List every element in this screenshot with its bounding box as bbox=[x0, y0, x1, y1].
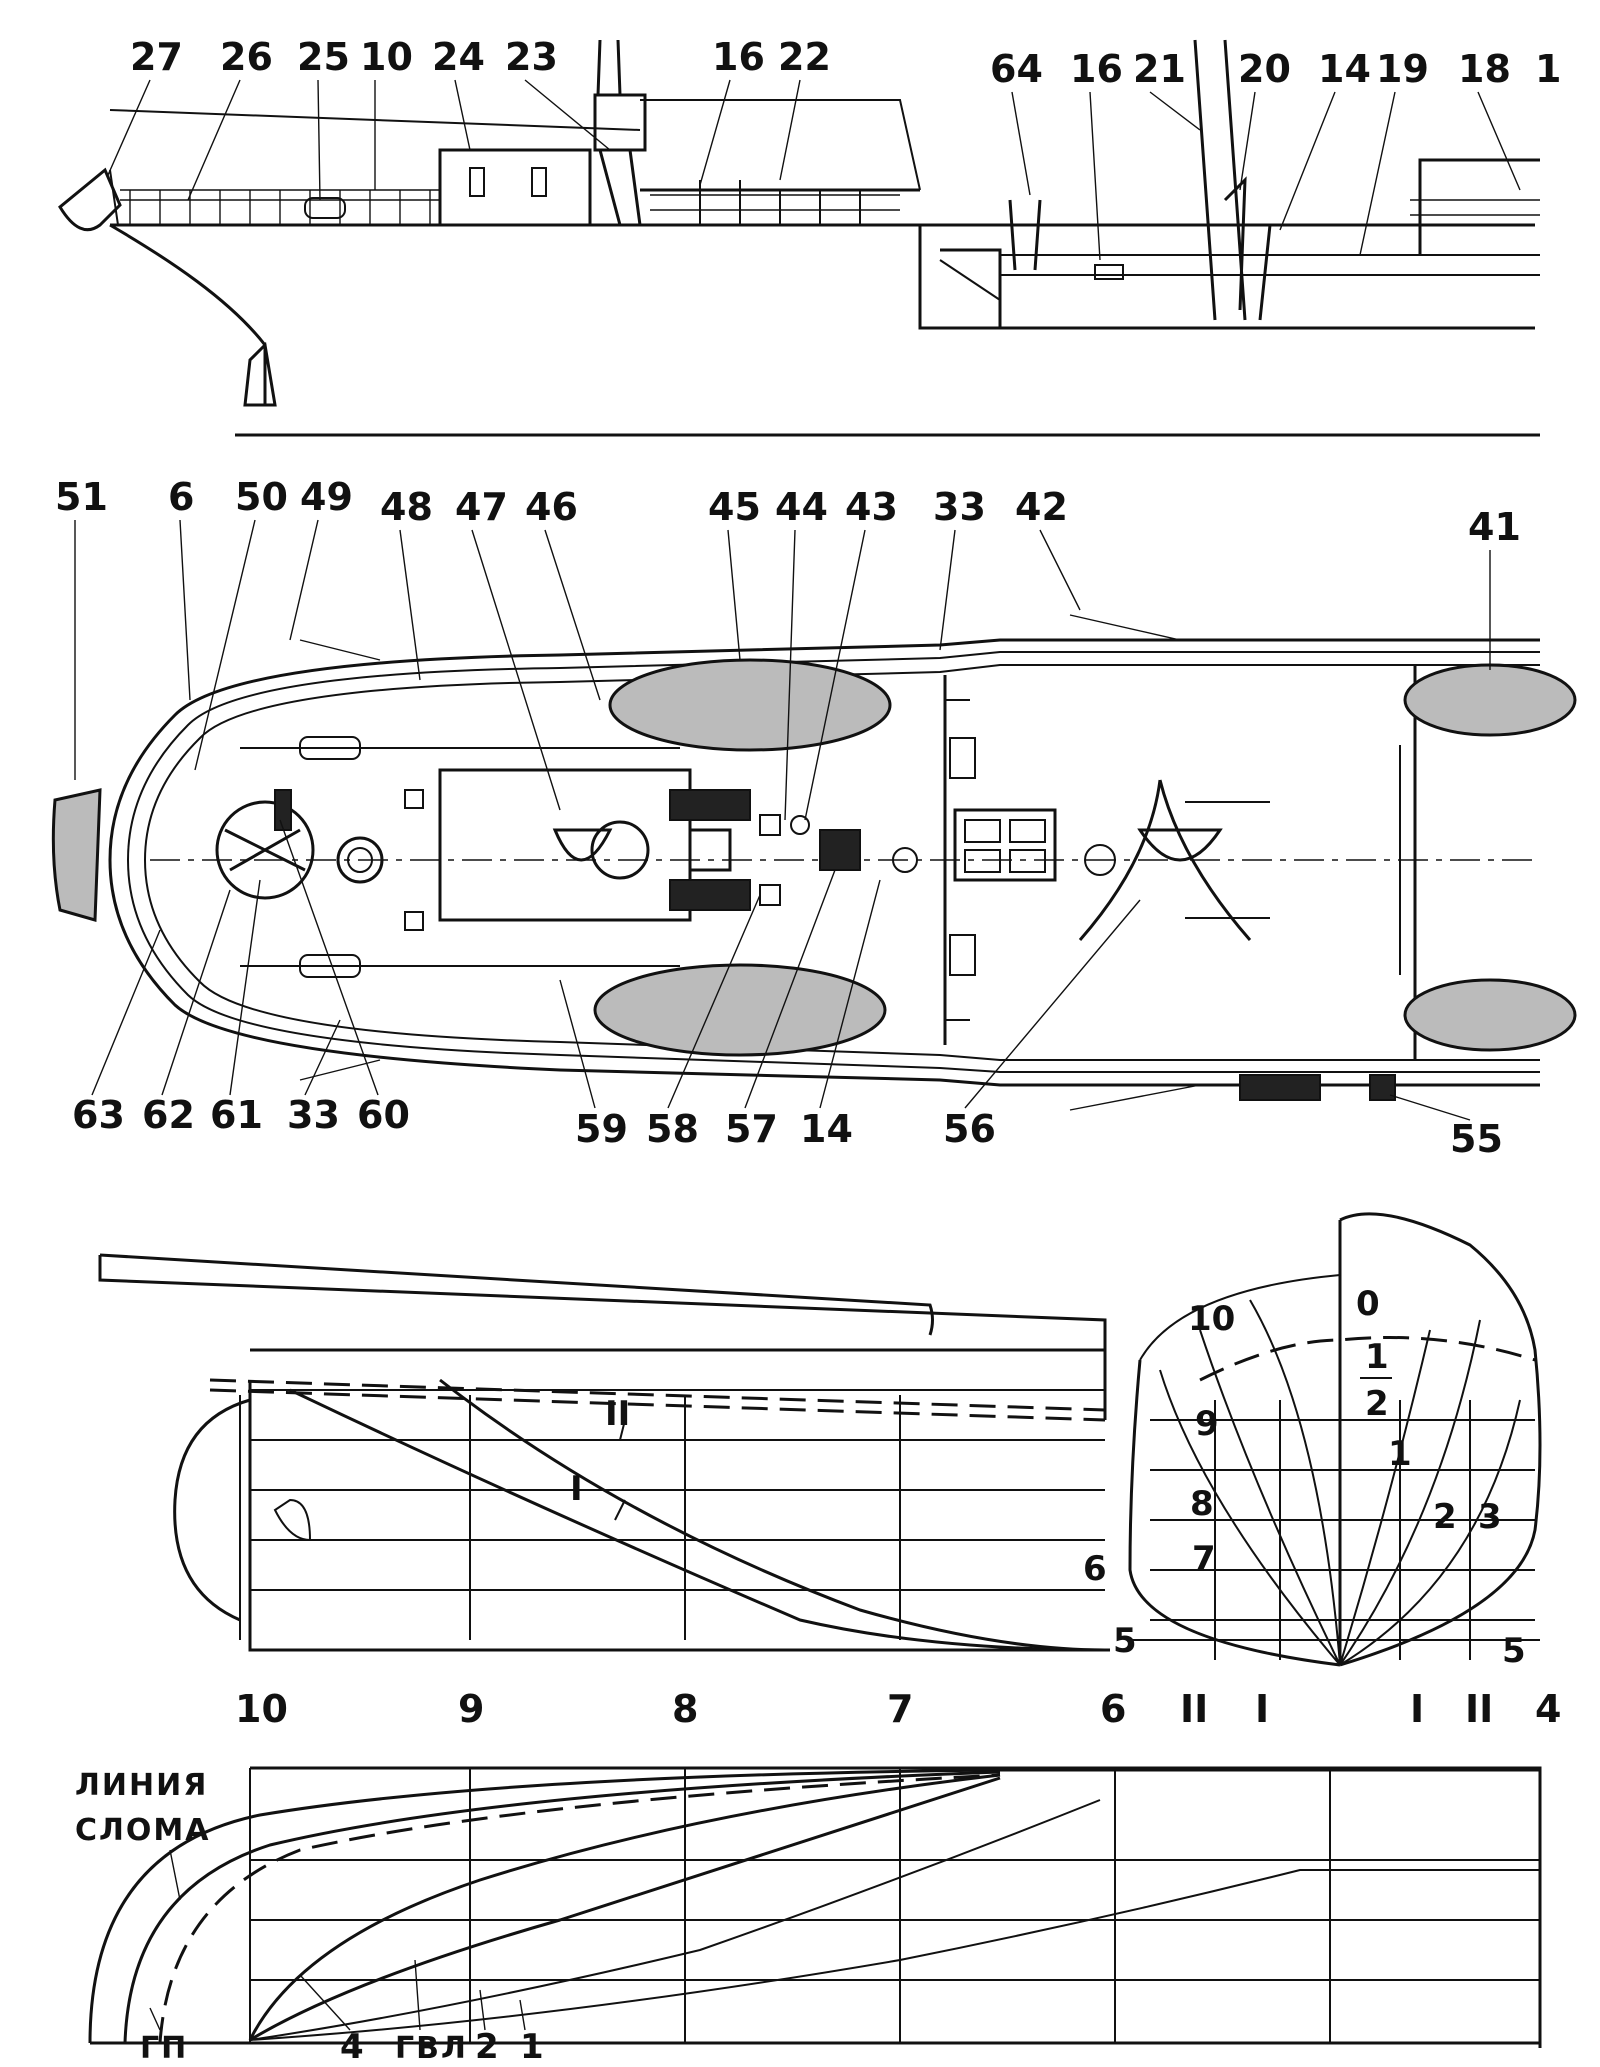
body-plan-label: 7 bbox=[1192, 1539, 1216, 1579]
deck-label: 50 bbox=[235, 475, 288, 519]
half-breadth-leader-lines bbox=[149, 1849, 526, 2031]
profile-label: 1 bbox=[1535, 47, 1561, 91]
deck-label: 14 bbox=[800, 1107, 853, 1151]
station-label: I bbox=[1255, 1687, 1269, 1731]
deck-label: 6 bbox=[168, 475, 194, 519]
profile-label: 25 bbox=[297, 35, 350, 79]
body-plan-label: 5 bbox=[1113, 1621, 1137, 1661]
deck-label: 33 bbox=[287, 1093, 340, 1137]
diagonal-label: II bbox=[605, 1394, 630, 1434]
deck-label: 49 bbox=[300, 475, 353, 519]
deck-label: 47 bbox=[455, 485, 508, 529]
profile-label: 64 bbox=[990, 47, 1043, 91]
body-plan-labels: 10 0 9 1 8 2 3 7 6 5 5 1 2 bbox=[1083, 1284, 1526, 1671]
profile-view bbox=[58, 39, 1540, 437]
half-breadth-label: 2 bbox=[475, 2027, 499, 2067]
deck-label: 33 bbox=[933, 485, 986, 529]
body-plan-label: 6 bbox=[1083, 1549, 1107, 1589]
body-plan-label: 9 bbox=[1195, 1404, 1219, 1444]
profile-label: 26 bbox=[220, 35, 273, 79]
profile-label: 16 bbox=[1070, 47, 1123, 91]
deck-bottom-leader-lines bbox=[91, 819, 1471, 1121]
profile-label: 27 bbox=[130, 35, 183, 79]
deck-label: 42 bbox=[1015, 485, 1068, 529]
deck-label: 44 bbox=[775, 485, 828, 529]
deck-label: 41 bbox=[1468, 505, 1521, 549]
deck-label: 45 bbox=[708, 485, 761, 529]
breakage-line-label: ЛИНИЯ bbox=[75, 1768, 208, 1803]
body-plan-label: 1 bbox=[1388, 1434, 1412, 1474]
deck-label: 57 bbox=[725, 1107, 778, 1151]
deck-label: 58 bbox=[646, 1107, 699, 1151]
deck-top-labels: 51 6 50 49 48 47 46 45 44 43 33 42 41 bbox=[55, 475, 1521, 549]
station-label: 8 bbox=[672, 1687, 698, 1731]
deck-top-leader-lines bbox=[74, 519, 1491, 821]
station-label: II bbox=[1180, 1687, 1208, 1731]
profile-label: 22 bbox=[778, 35, 831, 79]
station-labels: 10 9 8 7 6 II I I II 4 bbox=[235, 1687, 1561, 1731]
half-breadth-label: ГВЛ bbox=[395, 2031, 468, 2066]
deck-label: 60 bbox=[357, 1093, 410, 1137]
profile-label: 18 bbox=[1458, 47, 1511, 91]
profile-label: 19 bbox=[1376, 47, 1429, 91]
body-plan-label: 2 bbox=[1433, 1497, 1457, 1537]
deck-label: 61 bbox=[210, 1093, 263, 1137]
deck-plan bbox=[51, 614, 1577, 1111]
profile-leader-lines bbox=[107, 79, 1521, 261]
sheer-diagonal-labels: II I bbox=[570, 1394, 630, 1509]
profile-label: 21 bbox=[1133, 47, 1186, 91]
diagonal-label: I bbox=[570, 1469, 583, 1509]
body-plan-label: 0 bbox=[1356, 1284, 1380, 1324]
breakage-line-label: СЛОМА bbox=[75, 1813, 211, 1848]
body-plan-label: 10 bbox=[1188, 1299, 1235, 1339]
station-label: I bbox=[1410, 1687, 1424, 1731]
deck-label: 46 bbox=[525, 485, 578, 529]
deck-label: 56 bbox=[943, 1107, 996, 1151]
profile-label: 20 bbox=[1238, 47, 1291, 91]
station-label: 7 bbox=[887, 1687, 913, 1731]
station-label: 4 bbox=[1535, 1687, 1561, 1731]
body-plan-label: 8 bbox=[1190, 1484, 1214, 1524]
half-breadth-label: 1 bbox=[520, 2027, 544, 2067]
half-fraction-numerator: 1 bbox=[1365, 1337, 1389, 1377]
body-plan-label: 5 bbox=[1502, 1631, 1526, 1671]
station-label: II bbox=[1465, 1687, 1493, 1731]
profile-labels: 27 26 25 10 24 23 16 22 64 16 21 20 14 1… bbox=[130, 35, 1561, 91]
deck-label: 62 bbox=[142, 1093, 195, 1137]
station-label: 6 bbox=[1100, 1687, 1126, 1731]
half-breadth-label: 4 bbox=[340, 2027, 364, 2067]
half-fraction-denominator: 2 bbox=[1365, 1384, 1389, 1424]
deck-label: 48 bbox=[380, 485, 433, 529]
deck-label: 43 bbox=[845, 485, 898, 529]
half-breadth-labels: ЛИНИЯ СЛОМА ГП 4 ГВЛ 2 1 bbox=[75, 1768, 544, 2067]
deck-label: 59 bbox=[575, 1107, 628, 1151]
lines-drawing bbox=[98, 1212, 1542, 1667]
profile-label: 23 bbox=[505, 35, 558, 79]
profile-label: 10 bbox=[360, 35, 413, 79]
half-breadth-label: ГП bbox=[140, 2031, 188, 2066]
station-label: 10 bbox=[235, 1687, 288, 1731]
station-label: 9 bbox=[458, 1687, 484, 1731]
deck-label: 51 bbox=[55, 475, 108, 519]
body-plan-label: 3 bbox=[1478, 1497, 1502, 1537]
half-breadth-plan bbox=[88, 1766, 1542, 2048]
deck-label: 55 bbox=[1450, 1117, 1503, 1161]
deck-label: 63 bbox=[72, 1093, 125, 1137]
profile-label: 16 bbox=[712, 35, 765, 79]
profile-label: 24 bbox=[432, 35, 485, 79]
deck-bottom-labels: 63 62 61 33 60 59 58 57 14 56 55 bbox=[72, 1093, 1503, 1161]
profile-label: 14 bbox=[1318, 47, 1371, 91]
